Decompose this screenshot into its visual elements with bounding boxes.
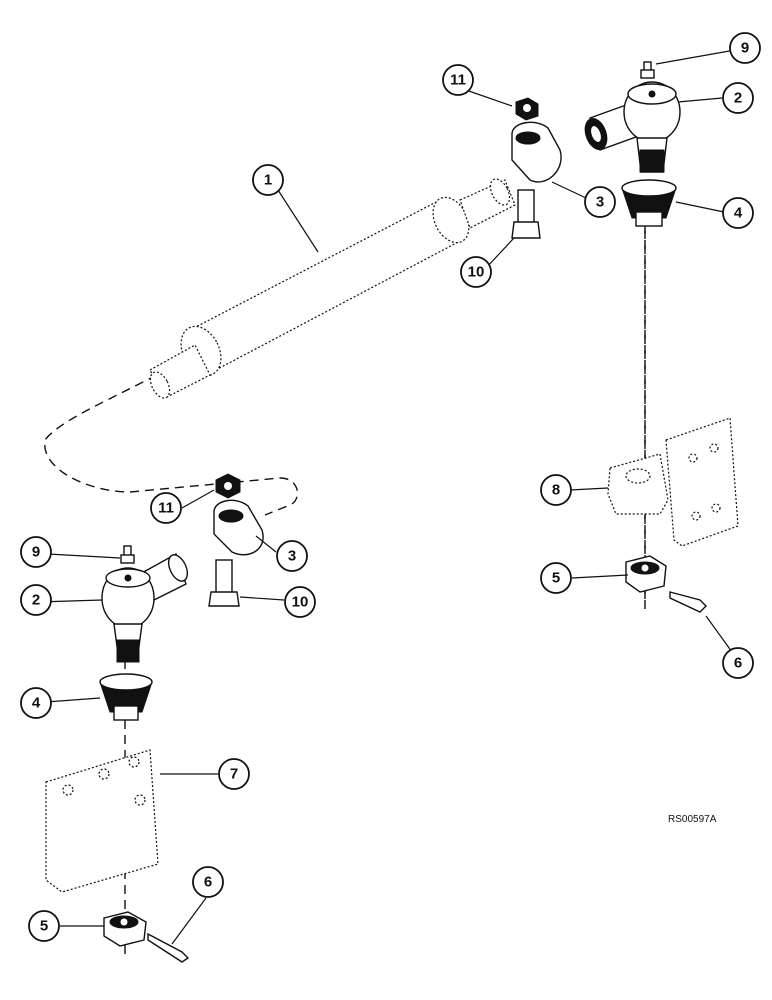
grease-fitting-left (120, 545, 135, 564)
callout-1: 1 (252, 164, 284, 196)
leader-lines (37, 49, 736, 945)
callout-8: 8 (540, 474, 572, 506)
svg-text:6: 6 (204, 874, 212, 891)
cotter-pin-left (147, 932, 190, 963)
reference-code: RS00597A (668, 814, 717, 825)
svg-text:3: 3 (596, 194, 604, 211)
svg-text:4: 4 (32, 695, 41, 712)
svg-text:2: 2 (32, 592, 40, 609)
bracket-right (607, 417, 739, 547)
callout-9-left: 9 (20, 536, 52, 568)
castle-nut-right (625, 555, 667, 593)
callout-2-left: 2 (20, 584, 52, 616)
svg-text:6: 6 (734, 655, 742, 672)
svg-text:4: 4 (734, 205, 743, 222)
svg-text:9: 9 (32, 544, 40, 561)
callout-4-left: 4 (20, 687, 52, 719)
cotter-pin-right (669, 591, 707, 613)
cylinder-part (149, 178, 516, 399)
bushing-top (621, 179, 677, 227)
svg-text:1: 1 (264, 172, 272, 189)
steering-arm-left (45, 749, 159, 893)
callout-3-top: 3 (584, 186, 616, 218)
callout-6-right: 6 (722, 647, 754, 679)
svg-text:3: 3 (288, 548, 296, 565)
bushing-left (99, 673, 153, 721)
callout-5-left: 5 (28, 910, 60, 942)
callout-10-top: 10 (460, 256, 492, 288)
callout-7: 7 (218, 758, 250, 790)
callout-4-top: 4 (722, 197, 754, 229)
svg-text:10: 10 (468, 264, 485, 281)
callout-3-left: 3 (276, 540, 308, 572)
svg-text:9: 9 (741, 40, 749, 57)
callout-5-right: 5 (540, 562, 572, 594)
svg-text:7: 7 (230, 766, 238, 783)
clamp-assembly-left (208, 473, 264, 607)
svg-text:8: 8 (552, 482, 560, 499)
svg-text:10: 10 (292, 594, 309, 611)
callout-9-top: 9 (729, 32, 761, 64)
castle-nut-left (103, 911, 147, 947)
svg-text:5: 5 (40, 918, 48, 935)
clamp-assembly-top (511, 97, 562, 239)
svg-text:11: 11 (158, 500, 174, 517)
callout-11-left: 11 (150, 492, 182, 524)
callout-6-left: 6 (192, 866, 224, 898)
callout-11-top: 11 (442, 64, 474, 96)
grease-fitting-top (640, 61, 655, 79)
tie-rod-end-top (584, 81, 681, 173)
svg-text:11: 11 (450, 72, 466, 89)
callout-2-top: 2 (722, 82, 754, 114)
svg-text:5: 5 (552, 570, 560, 587)
svg-text:2: 2 (734, 90, 742, 107)
tie-rod-end-left (101, 552, 189, 663)
callout-10-left: 10 (284, 586, 316, 618)
